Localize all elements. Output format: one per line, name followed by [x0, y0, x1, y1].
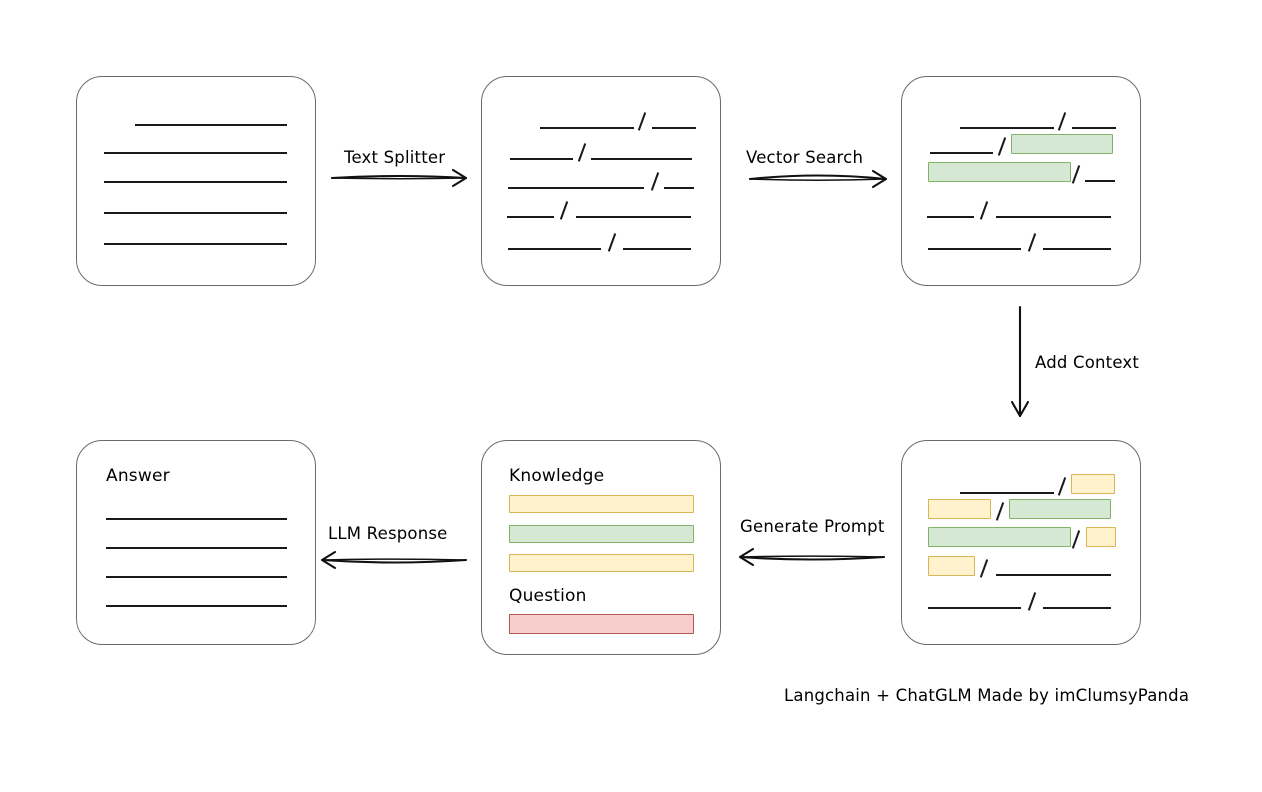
knowledge-bar: [509, 554, 694, 572]
knowledge-label: Knowledge: [509, 466, 605, 486]
arrow-label-add-context: Add Context: [1035, 353, 1140, 372]
text-line: [510, 158, 573, 160]
text-line: [104, 212, 287, 214]
text-line: [996, 574, 1111, 576]
text-line: [106, 576, 287, 578]
text-line: [960, 492, 1054, 494]
text-line: [930, 152, 993, 154]
node-title-answer: Answer: [106, 466, 170, 486]
text-line: [106, 605, 287, 607]
question-label: Question: [509, 586, 587, 606]
text-line: [104, 243, 287, 245]
highlight-chip-yellow: [1071, 474, 1115, 494]
highlight-chip-green: [1009, 499, 1111, 519]
highlight-chip-green: [1011, 134, 1113, 154]
knowledge-bar: [509, 495, 694, 513]
text-line: [1043, 248, 1111, 250]
node-split-chunks[interactable]: [481, 76, 721, 286]
arrow-label-generate-prompt: Generate Prompt: [740, 517, 885, 536]
arrow-llm-response: [320, 550, 468, 570]
text-line: [1043, 607, 1111, 609]
text-line: [540, 127, 634, 129]
highlight-chip-yellow: [928, 499, 991, 519]
node-answer[interactable]: [76, 440, 316, 645]
arrow-text-splitter: [330, 168, 468, 188]
text-line: [104, 152, 287, 154]
text-line: [928, 607, 1021, 609]
text-line: [664, 187, 694, 189]
text-line: [928, 248, 1021, 250]
highlight-chip-yellow: [1086, 527, 1116, 547]
text-line: [508, 187, 644, 189]
arrow-generate-prompt: [738, 547, 886, 567]
highlight-chip-green: [928, 162, 1071, 182]
text-line: [507, 216, 554, 218]
text-line: [591, 158, 692, 160]
highlight-chip-green: [928, 527, 1071, 547]
text-line: [1072, 127, 1116, 129]
knowledge-bar: [509, 525, 694, 543]
text-line: [623, 248, 691, 250]
highlight-chip-yellow: [928, 556, 975, 576]
arrow-vector-search: [748, 169, 888, 189]
text-line: [508, 248, 601, 250]
arrow-add-context: [1010, 305, 1030, 418]
text-line: [106, 518, 287, 520]
arrow-label-vector-search: Vector Search: [746, 148, 864, 167]
text-line: [927, 216, 974, 218]
text-line: [1085, 180, 1115, 182]
text-line: [104, 181, 287, 183]
text-line: [652, 127, 696, 129]
arrow-label-llm-response: LLM Response: [328, 524, 448, 543]
footer-credit: Langchain + ChatGLM Made by imClumsyPand…: [784, 686, 1190, 705]
arrow-label-text-splitter: Text Splitter: [344, 148, 446, 167]
text-line: [576, 216, 691, 218]
question-bar: [509, 614, 694, 634]
text-line: [996, 216, 1111, 218]
text-line: [960, 127, 1054, 129]
text-line: [135, 124, 287, 126]
text-line: [106, 547, 287, 549]
